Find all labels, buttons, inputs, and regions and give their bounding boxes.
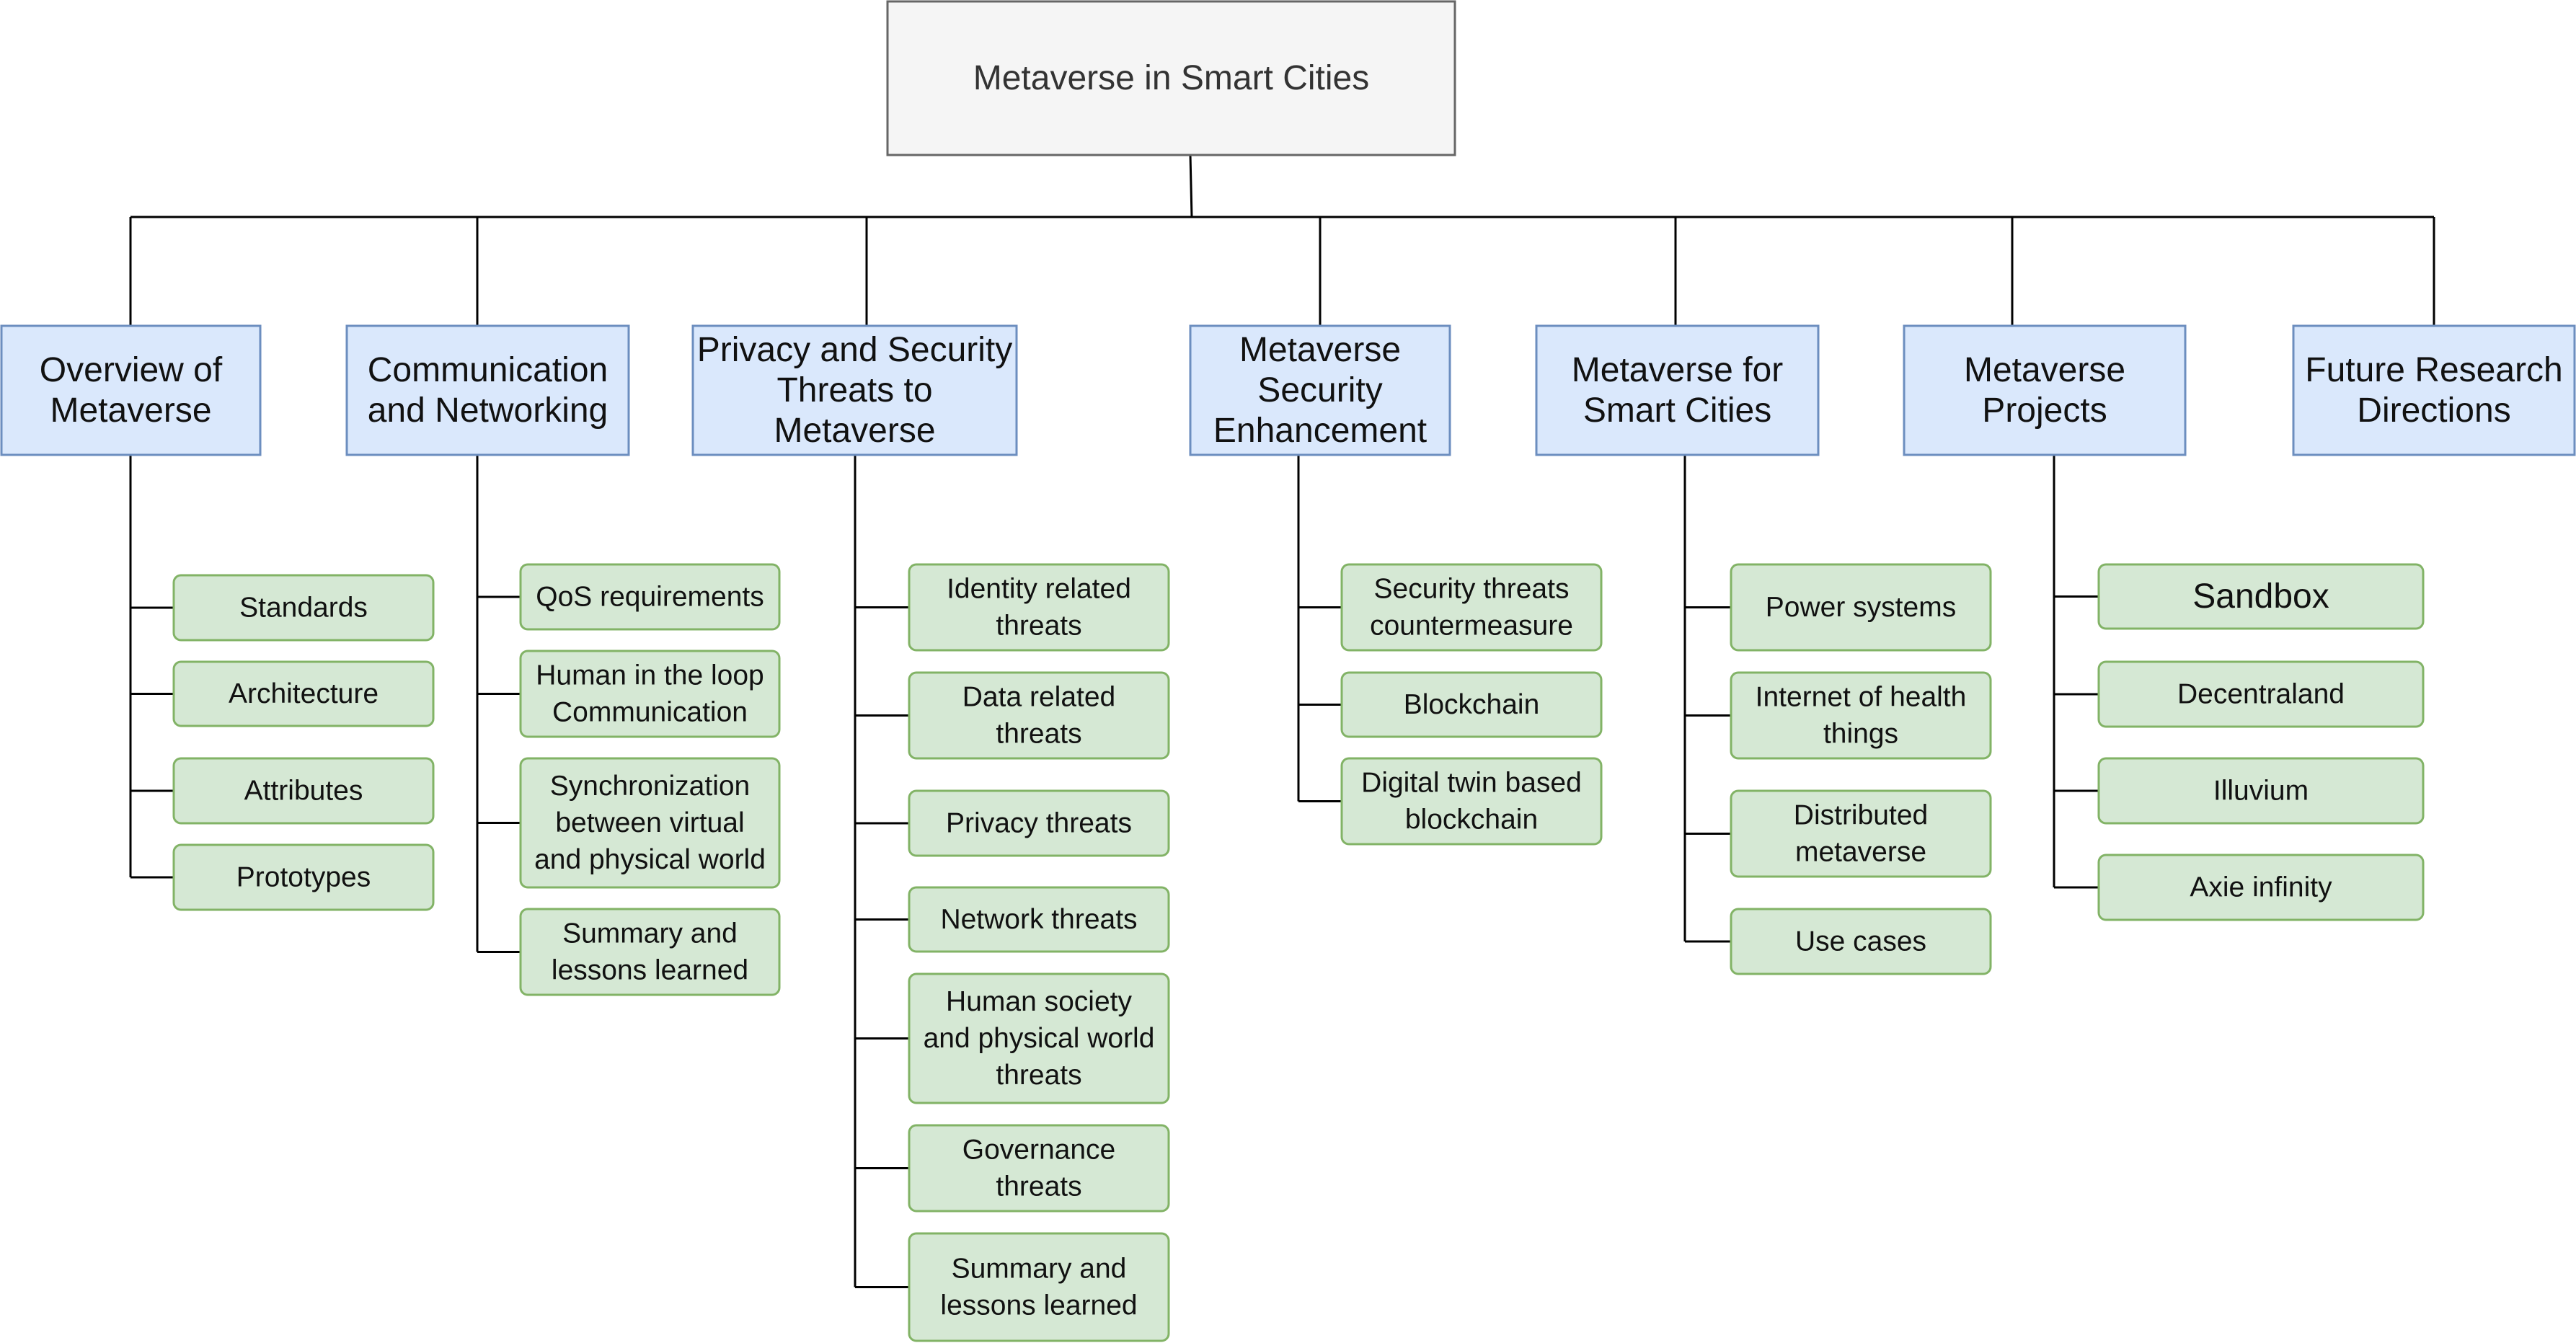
topic-label: countermeasure — [1370, 611, 1573, 642]
topic-label: lessons learned — [552, 955, 748, 986]
root-stem — [1189, 154, 1193, 218]
topic-label: threats — [996, 1060, 1081, 1091]
topic-node — [519, 757, 781, 889]
topic-label: Illuvium — [2213, 776, 2309, 807]
topic-label: and physical world — [924, 1023, 1155, 1054]
topic-label: Communication — [552, 697, 748, 728]
section-security-enhancement-label: Security — [1257, 371, 1382, 409]
topic-label: Standards — [239, 593, 368, 624]
root-node-label: Metaverse in Smart Cities — [973, 59, 1370, 97]
topic-node — [1730, 563, 1992, 652]
topic-label: Governance — [962, 1135, 1115, 1166]
section-projects-label: Projects — [1982, 391, 2107, 430]
section-security-enhancement-label: Metaverse — [1239, 331, 1401, 369]
section-projects — [1903, 324, 2187, 456]
topic-node — [2097, 854, 2425, 921]
topic-label: metaverse — [1795, 837, 1926, 868]
section-security-enhancement-label: Enhancement — [1213, 412, 1427, 450]
topic-node — [172, 574, 435, 642]
section-overview-label: Metaverse — [50, 391, 211, 430]
topic-label: Internet of health — [1756, 682, 1967, 713]
topic-node — [908, 886, 1170, 953]
section-smart-cities-label: Metaverse for — [1572, 351, 1783, 389]
topic-node — [908, 972, 1170, 1104]
topic-label: Synchronization — [550, 771, 751, 802]
topic-node — [2097, 757, 2425, 825]
topic-label: between virtual — [555, 807, 744, 838]
topic-node — [519, 908, 781, 996]
topic-label: Human society — [946, 986, 1132, 1017]
topic-label: QoS requirements — [536, 582, 763, 613]
topic-label: Network threats — [940, 904, 1137, 935]
topic-node — [908, 1124, 1170, 1213]
topic-node — [519, 563, 781, 631]
topic-label: things — [1823, 719, 1898, 750]
topic-label: Human in the loop — [536, 660, 764, 691]
topic-node — [172, 843, 435, 911]
topic-node — [2097, 563, 2425, 630]
topic-label: Architecture — [229, 678, 379, 709]
topic-label: and physical world — [534, 844, 766, 875]
topic-label: Security threats — [1374, 574, 1570, 605]
topic-node — [1340, 757, 1603, 846]
topic-node — [519, 650, 781, 738]
topic-label: Prototypes — [236, 862, 371, 893]
topic-node — [1730, 789, 1992, 878]
topic-label: Blockchain — [1404, 689, 1540, 720]
connector-lines — [129, 154, 2435, 1288]
topic-label: Identity related — [947, 574, 1131, 605]
topic-label: Digital twin based — [1361, 768, 1582, 799]
section-communication-label: Communication — [368, 351, 608, 389]
topic-node — [1730, 908, 1992, 975]
topic-label: blockchain — [1405, 805, 1538, 836]
topic-node — [1340, 563, 1603, 652]
topic-label: Data related — [962, 682, 1115, 713]
section-overview — [0, 324, 262, 456]
topic-node — [908, 789, 1170, 857]
topic-label: Use cases — [1795, 926, 1926, 957]
topic-label: Decentraland — [2177, 679, 2345, 710]
topic-node — [1340, 671, 1603, 738]
topic-label: lessons learned — [940, 1290, 1137, 1321]
root-node — [886, 0, 1456, 156]
section-communication — [345, 324, 630, 456]
section-privacy-security — [691, 324, 1018, 456]
topic-label: Distributed — [1794, 800, 1928, 831]
section-smart-cities — [1535, 324, 1820, 456]
section-security-enhancement — [1189, 324, 1451, 456]
topic-node — [2097, 660, 2425, 728]
topic-label: Sandbox — [2192, 577, 2329, 616]
section-privacy-security-label: Privacy and Security — [697, 331, 1013, 369]
section-overview-label: Overview of — [40, 351, 223, 389]
topic-label: Summary and — [562, 918, 738, 949]
topic-node — [908, 563, 1170, 652]
topic-node — [172, 757, 435, 825]
topic-node — [1730, 671, 1992, 760]
topic-label: Attributes — [244, 776, 363, 807]
section-privacy-security-label: Metaverse — [774, 412, 935, 450]
topic-node — [172, 660, 435, 727]
topic-node — [908, 671, 1170, 760]
topic-label: Power systems — [1766, 592, 1956, 623]
topic-label: threats — [996, 611, 1081, 642]
topic-label: threats — [996, 719, 1081, 750]
section-communication-label: and Networking — [368, 391, 608, 430]
section-projects-label: Metaverse — [1964, 351, 2125, 389]
section-privacy-security-label: Threats to — [776, 371, 932, 409]
topic-node — [908, 1232, 1170, 1342]
section-future-research-label: Future Research — [2305, 351, 2563, 389]
section-future-research-label: Directions — [2357, 391, 2510, 430]
topic-label: Privacy threats — [946, 808, 1132, 839]
topic-label: Axie infinity — [2190, 872, 2332, 903]
section-smart-cities-label: Smart Cities — [1583, 391, 1771, 430]
topic-label: threats — [996, 1171, 1081, 1202]
topic-label: Summary and — [952, 1254, 1127, 1285]
section-future-research — [2292, 324, 2576, 456]
